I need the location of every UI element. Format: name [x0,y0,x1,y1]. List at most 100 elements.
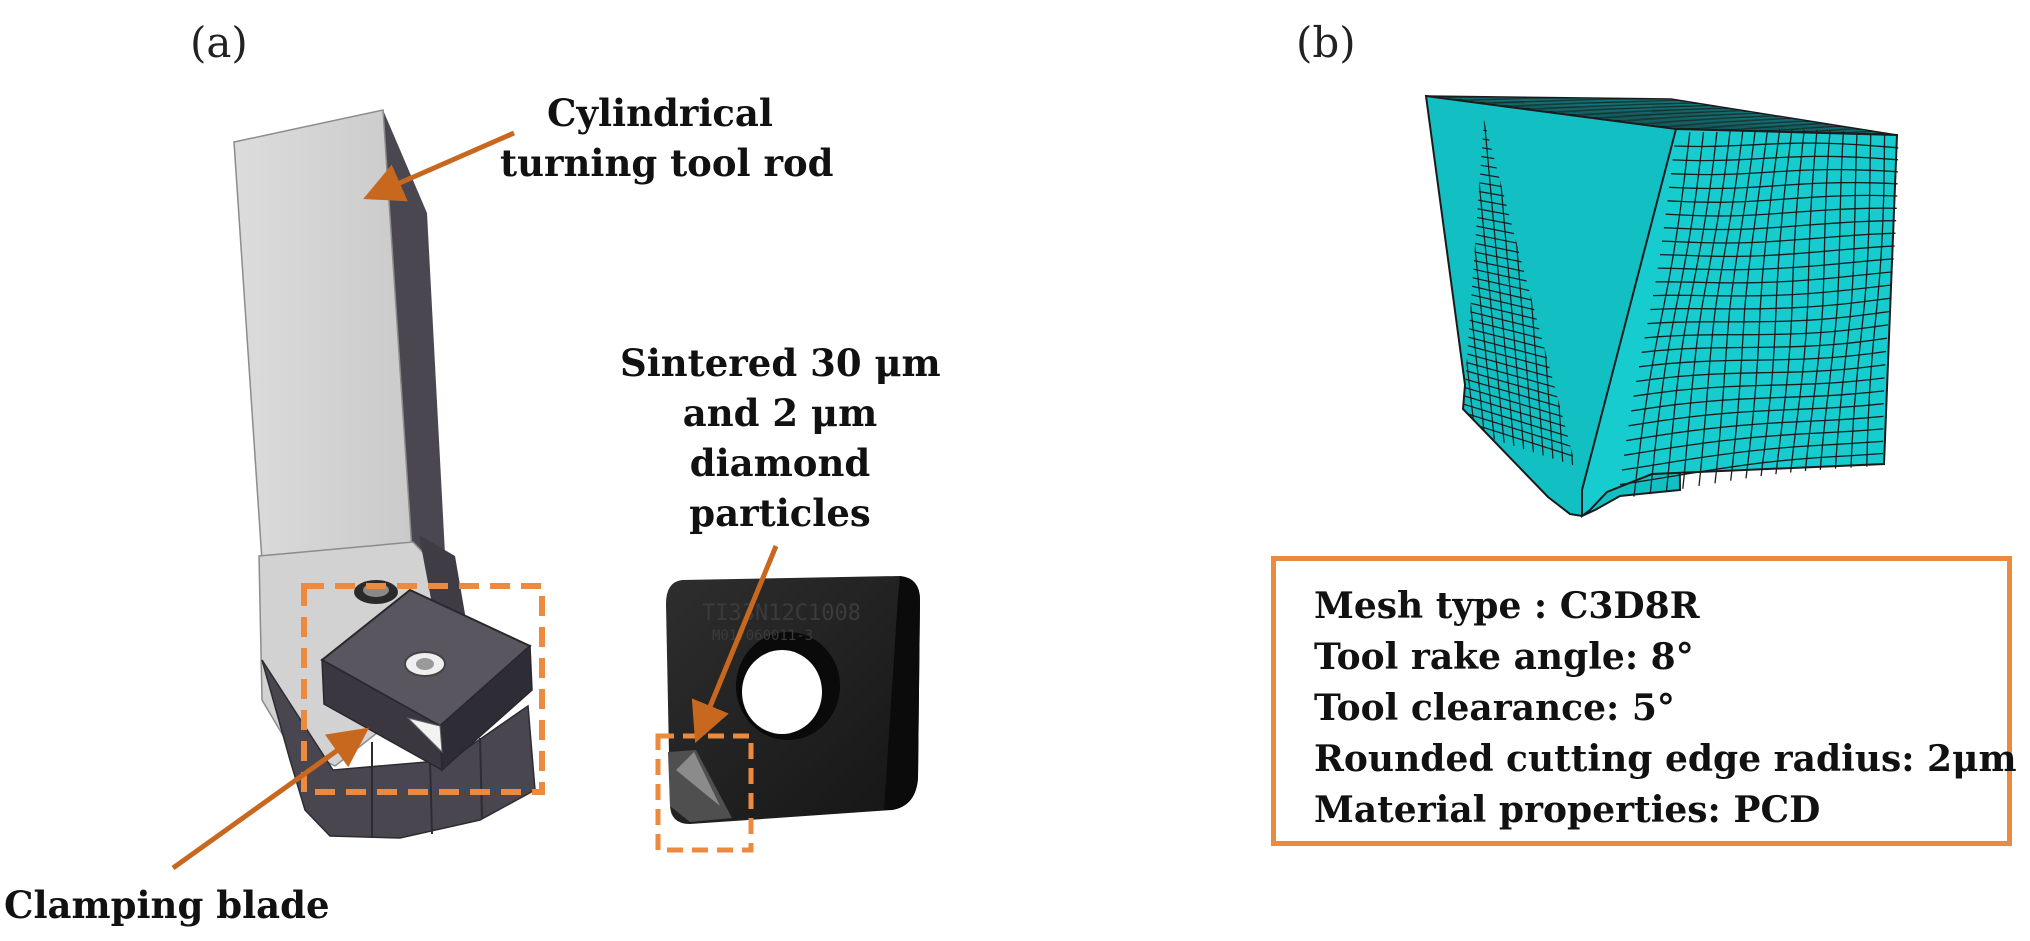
mesh-line [1744,295,1747,309]
mesh-line [1733,439,1736,454]
mesh-line [1740,347,1743,361]
mesh-line [1670,254,1674,269]
mesh-line [1848,316,1851,331]
mesh-line [1763,267,1779,270]
mesh-line [1671,418,1675,434]
mesh-line [1739,373,1742,387]
mesh-line [1777,280,1793,283]
mesh-line [1839,234,1855,238]
mesh-line [1863,312,1877,316]
mesh-line [1727,308,1731,322]
mesh-line [1879,271,1893,274]
mesh-line [1714,131,1718,147]
mesh-line [1737,172,1750,175]
mesh-line [1855,391,1870,395]
mesh-line [1806,456,1822,460]
mesh-line [1857,365,1872,369]
mesh-line [1726,159,1740,161]
mesh-line [1794,225,1797,240]
mesh-line [1804,333,1807,347]
mesh-line [1746,173,1751,188]
mesh-line [1681,347,1697,350]
mesh-line [1684,445,1688,460]
mesh-line [1718,427,1722,442]
mesh-line [1821,305,1824,320]
mesh-line [1815,129,1818,144]
mesh-line [1749,242,1753,257]
mesh-line [1825,395,1829,409]
mesh-line [1868,403,1884,406]
mesh-line [1776,448,1780,462]
mesh-line [1812,156,1816,170]
mesh-line [1794,421,1798,435]
mesh-line [1708,373,1725,376]
mesh-line [1850,443,1853,456]
mesh-line [1879,259,1882,274]
mesh-line [1700,229,1705,243]
mesh-line [1658,418,1674,422]
mesh-line [1785,183,1799,186]
mesh-line [1649,377,1664,381]
mesh-line [1719,438,1736,442]
mesh-line [1471,101,1713,106]
mesh-line [1845,354,1860,358]
mesh-line [1872,326,1876,341]
mesh-line [1759,295,1762,309]
mesh-line [1516,107,1754,113]
mesh-line [1665,349,1669,364]
mesh-line [1791,446,1795,460]
mesh-line [1753,214,1757,229]
mesh-line [1866,247,1869,262]
mesh-line [1727,131,1731,146]
mesh-line [1824,249,1840,252]
mesh-line [1853,417,1869,420]
mesh-line [1716,282,1721,296]
mesh-line [1628,422,1644,427]
mesh-line [1653,461,1670,466]
mesh-line [1797,196,1812,199]
mesh-line [1763,157,1777,160]
mesh-line [1810,419,1826,422]
mesh-line [1746,269,1750,283]
mesh-line [1738,397,1755,400]
mesh-line [1833,342,1848,346]
mesh-line [1810,408,1814,422]
callout-tool-rod: Cylindrical turning tool rod [500,88,834,188]
mesh-line [1642,408,1646,424]
panel-label-a: (a) [190,18,248,67]
mesh-line [1745,464,1749,479]
mesh-line [1806,331,1821,335]
mesh-line [1763,144,1767,159]
mesh-line [1573,115,1805,121]
mesh-line [1739,384,1756,387]
mesh-line [1838,275,1854,279]
mesh-line [1811,396,1815,409]
mesh-line [1734,256,1738,270]
mesh-line [1585,116,1815,123]
mesh-line [1775,281,1778,296]
mesh-line [1715,215,1720,230]
mesh-line [1836,315,1851,319]
mesh-line [1663,375,1679,379]
mesh-line [1720,425,1737,429]
mesh-line [1761,171,1775,174]
mesh-line [1824,419,1840,422]
mesh-line [1824,408,1828,421]
mesh-line [1841,143,1844,157]
mesh-line [1790,320,1793,335]
mesh-line [1679,214,1693,217]
mesh-line [1687,416,1691,432]
mesh-line [1870,157,1885,160]
mesh-line [1868,415,1884,419]
mesh-line [1810,223,1826,226]
mesh-line [1619,481,1636,486]
mesh-line [1656,432,1673,437]
mesh-line [1448,98,1692,103]
mesh-line [1752,422,1768,426]
mesh-line [1864,299,1878,303]
mesh-line [1761,158,1765,173]
mesh-line [1821,317,1837,320]
mesh-line [1789,333,1792,347]
mesh-line [1800,371,1804,385]
callout-diamond-line-4: particles [689,491,871,535]
